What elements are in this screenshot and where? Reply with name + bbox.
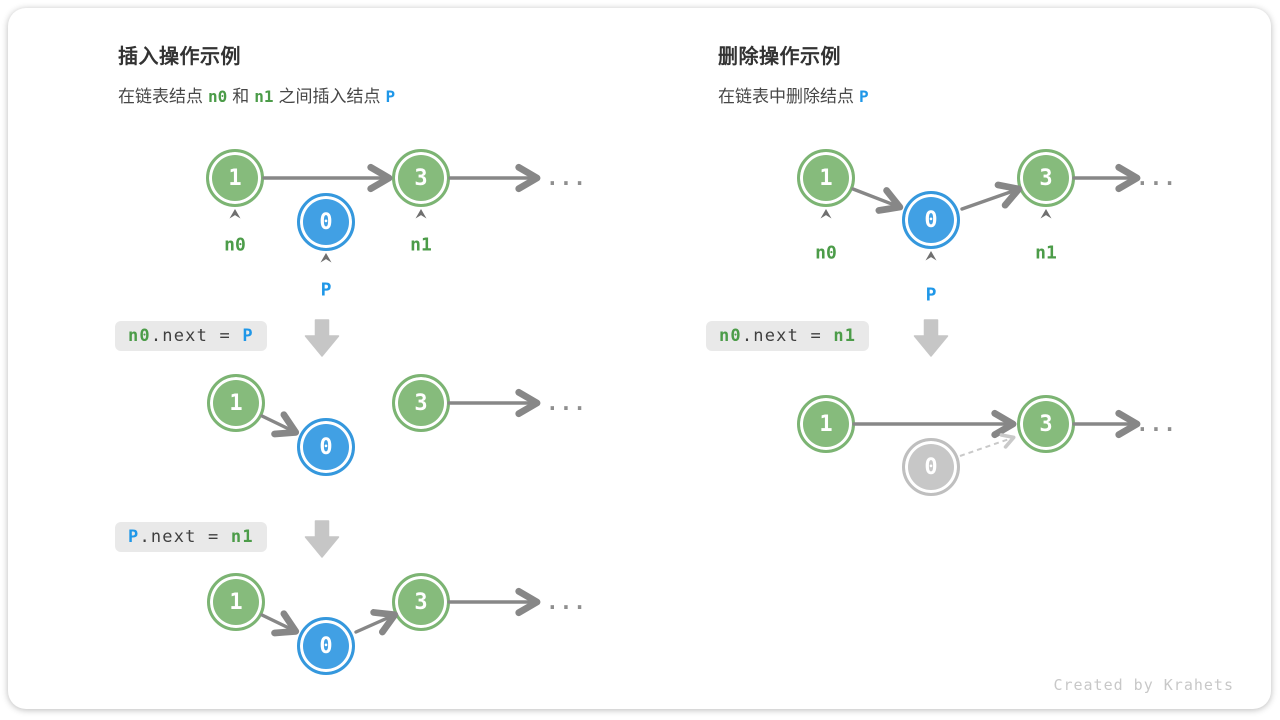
code-token: .next = — [150, 326, 243, 346]
node-label-p: P — [320, 279, 332, 301]
list-node: 3 — [392, 573, 450, 631]
code-token: n0 — [128, 326, 151, 346]
ellipsis: ... — [1136, 412, 1177, 436]
node-value: 3 — [1039, 165, 1053, 191]
subtitle-text: 之间插入结点 — [278, 87, 381, 106]
code-token: n0 — [719, 326, 742, 346]
subtitle-text: 在链表结点 — [118, 87, 203, 106]
node-label-p: P — [925, 284, 937, 306]
content-card — [8, 8, 1271, 709]
node-value: 0 — [319, 209, 333, 235]
node-value: 3 — [414, 589, 428, 615]
list-node: 3 — [392, 149, 450, 207]
node-value: 0 — [924, 207, 938, 233]
list-node-p: 0 — [297, 617, 355, 675]
ellipsis: ... — [546, 166, 587, 190]
list-node: 1 — [797, 149, 855, 207]
code-token: P — [242, 326, 254, 346]
list-node-p: 0 — [297, 418, 355, 476]
list-node: 3 — [1017, 395, 1075, 453]
subtitle-text: 和 — [232, 87, 250, 106]
node-ref-p: P — [385, 87, 396, 106]
list-node: 1 — [797, 395, 855, 453]
node-value: 0 — [319, 434, 333, 460]
node-value: 1 — [229, 390, 243, 416]
ellipsis: ... — [546, 391, 587, 415]
node-value: 3 — [414, 390, 428, 416]
list-node-p: 0 — [902, 191, 960, 249]
delete-panel-subtitle: 在链表中删除结点 P — [718, 82, 874, 107]
list-node: 1 — [207, 374, 265, 432]
list-node: 1 — [207, 573, 265, 631]
ellipsis: ... — [546, 590, 587, 614]
list-node-removed: 0 — [902, 438, 960, 496]
node-value: 3 — [414, 165, 428, 191]
code-token: n1 — [833, 326, 857, 346]
node-value: 0 — [924, 454, 938, 480]
list-node: 3 — [1017, 149, 1075, 207]
node-label-n0: n0 — [815, 242, 837, 264]
list-node: 3 — [392, 374, 450, 432]
code-token: n1 — [230, 527, 254, 547]
node-label-n0: n0 — [224, 234, 246, 256]
ellipsis: ... — [1136, 166, 1177, 190]
node-value: 1 — [819, 165, 833, 191]
node-value: 3 — [1039, 411, 1053, 437]
code-box-insert-step2: P.next = n1 — [115, 522, 267, 552]
insert-panel-title: 插入操作示例 — [118, 46, 241, 68]
node-ref-n0: n0 — [208, 87, 228, 106]
node-ref-p: P — [859, 87, 869, 106]
node-ref-n1: n1 — [254, 87, 274, 106]
list-node: 1 — [206, 149, 264, 207]
code-box-insert-step1: n0.next = P — [115, 321, 267, 351]
code-token: .next = — [139, 527, 231, 547]
node-value: 1 — [229, 589, 243, 615]
node-value: 1 — [819, 411, 833, 437]
node-label-n1: n1 — [1035, 242, 1057, 264]
code-token: P — [128, 527, 140, 547]
code-box-delete-step1: n0.next = n1 — [706, 321, 870, 351]
code-token: .next = — [741, 326, 834, 346]
credit-text: Created by Krahets — [1053, 676, 1234, 694]
subtitle-text: 在链表中删除结点 — [718, 87, 854, 106]
list-node-p: 0 — [297, 193, 355, 251]
node-label-n1: n1 — [410, 234, 432, 256]
delete-panel-title: 删除操作示例 — [718, 46, 841, 68]
node-value: 1 — [228, 165, 242, 191]
node-value: 0 — [319, 633, 333, 659]
